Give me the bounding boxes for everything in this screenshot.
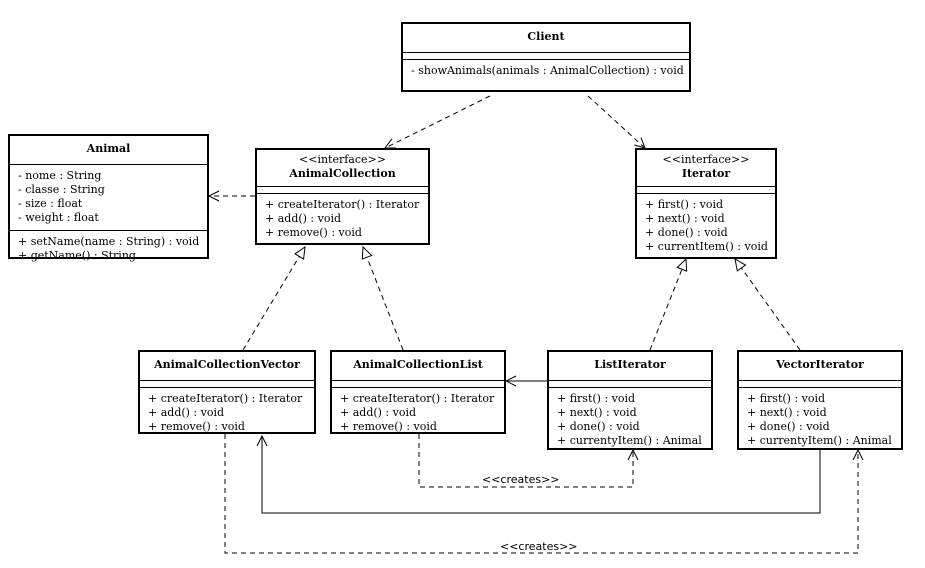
client-method: - showAnimals(animals : AnimalCollection… xyxy=(411,64,684,77)
animalcollectionlist-method: + remove() : void xyxy=(340,420,437,433)
animalcollectionvector-class-box[interactable]: AnimalCollectionVector + createIterator(… xyxy=(138,350,316,434)
listiterator-realizes-iterator-edge xyxy=(649,257,688,351)
animal-attribute: - size : float xyxy=(18,197,83,210)
listiterator-class-box[interactable]: ListIterator + first() : void + next() :… xyxy=(547,350,713,450)
iterator-class-name: Iterator xyxy=(681,167,731,180)
animalcollectionvector-method: + remove() : void xyxy=(148,420,245,433)
creates-list-label: <<creates>> xyxy=(482,473,560,486)
animalcollection-methods-compartment: + createIterator() : Iterator + add() : … xyxy=(257,194,428,245)
listiterator-attributes-compartment xyxy=(549,381,711,388)
vectoriterator-method: + next() : void xyxy=(747,406,827,419)
vectoriterator-to-collectionvector-edge xyxy=(256,434,821,514)
animalcollectionlist-attributes-compartment xyxy=(332,381,504,388)
animal-attribute: - weight : float xyxy=(18,211,99,224)
iterator-attributes-compartment xyxy=(637,187,775,194)
client-methods-compartment: - showAnimals(animals : AnimalCollection… xyxy=(403,60,689,83)
animalcollection-stereotype: <<interface>> xyxy=(299,153,386,166)
client-class-name: Client xyxy=(527,30,565,43)
animalcollectionvector-method: + add() : void xyxy=(148,406,225,419)
list-realizes-animalcollection-edge xyxy=(361,245,404,351)
vectoriterator-class-name: VectorIterator xyxy=(776,358,864,371)
vector-realizes-animalcollection-edge xyxy=(242,245,306,351)
animalcollection-interface-box[interactable]: <<interface>> AnimalCollection + createI… xyxy=(255,148,430,245)
animal-attribute: - nome : String xyxy=(18,169,102,182)
listiterator-method: + currentyItem() : Animal xyxy=(557,434,702,447)
animalcollection-class-name: AnimalCollection xyxy=(289,167,396,180)
animalcollection-method: + remove() : void xyxy=(265,226,362,239)
vectoriterator-methods-compartment: + first() : void + next() : void + done(… xyxy=(739,388,901,453)
iterator-method: + first() : void xyxy=(645,198,724,211)
animalcollectionlist-method: + add() : void xyxy=(340,406,417,419)
animalcollectionvector-class-name: AnimalCollectionVector xyxy=(154,358,300,371)
iterator-method: + next() : void xyxy=(645,212,725,225)
client-attributes-compartment xyxy=(403,53,689,60)
animalcollection-method: + add() : void xyxy=(265,212,342,225)
iterator-interface-box[interactable]: <<interface>> Iterator + first() : void … xyxy=(635,148,777,259)
iterator-method: + done() : void xyxy=(645,226,728,239)
animal-method: + getName() : String xyxy=(18,249,136,262)
iterator-methods-compartment: + first() : void + next() : void + done(… xyxy=(637,194,775,259)
animalcollectionlist-class-name: AnimalCollectionList xyxy=(353,358,483,371)
listiterator-method: + next() : void xyxy=(557,406,637,419)
animal-class-box[interactable]: Animal - nome : String - classe : String… xyxy=(8,134,209,262)
animalcollectionlist-methods-compartment: + createIterator() : Iterator + add() : … xyxy=(332,388,504,439)
vectoriterator-class-box[interactable]: VectorIterator + first() : void + next()… xyxy=(737,350,903,450)
animalcollectionvector-methods-compartment: + createIterator() : Iterator + add() : … xyxy=(140,388,314,439)
animalcollection-attributes-compartment xyxy=(257,187,428,194)
iterator-method: + currentItem() : void xyxy=(645,240,768,253)
animal-method: + setName(name : String) : void xyxy=(18,235,200,248)
animal-attributes-compartment: - nome : String - classe : String - size… xyxy=(10,165,207,231)
listiterator-class-name: ListIterator xyxy=(594,358,666,371)
vectoriterator-method: + done() : void xyxy=(747,420,830,433)
listiterator-method: + first() : void xyxy=(557,392,636,405)
animalcollectionlist-method: + createIterator() : Iterator xyxy=(340,392,495,405)
listiterator-methods-compartment: + first() : void + next() : void + done(… xyxy=(549,388,711,453)
iterator-stereotype: <<interface>> xyxy=(662,153,750,166)
animalcollectionlist-class-box[interactable]: AnimalCollectionList + createIterator() … xyxy=(330,350,506,434)
animal-class-name: Animal xyxy=(86,142,131,155)
animalcollectionvector-attributes-compartment xyxy=(140,381,314,388)
client-class-box[interactable]: Client - showAnimals(animals : AnimalCol… xyxy=(401,22,691,92)
creates-vector-label: <<creates>> xyxy=(500,540,578,553)
collectionvector-creates-vectoriterator-edge xyxy=(224,434,864,554)
vectoriterator-realizes-iterator-edge xyxy=(734,258,801,351)
animalcollectionvector-method: + createIterator() : Iterator xyxy=(148,392,303,405)
listiterator-method: + done() : void xyxy=(557,420,640,433)
animal-methods-compartment: + setName(name : String) : void + getNam… xyxy=(10,231,207,268)
client-uses-animalcollection-edge xyxy=(383,95,491,149)
animalcollection-method: + createIterator() : Iterator xyxy=(265,198,420,211)
vectoriterator-method: + currentyItem() : Animal xyxy=(747,434,892,447)
vectoriterator-method: + first() : void xyxy=(747,392,826,405)
vectoriterator-attributes-compartment xyxy=(739,381,901,388)
client-uses-iterator-edge xyxy=(587,95,646,149)
animal-attribute: - classe : String xyxy=(18,183,105,196)
